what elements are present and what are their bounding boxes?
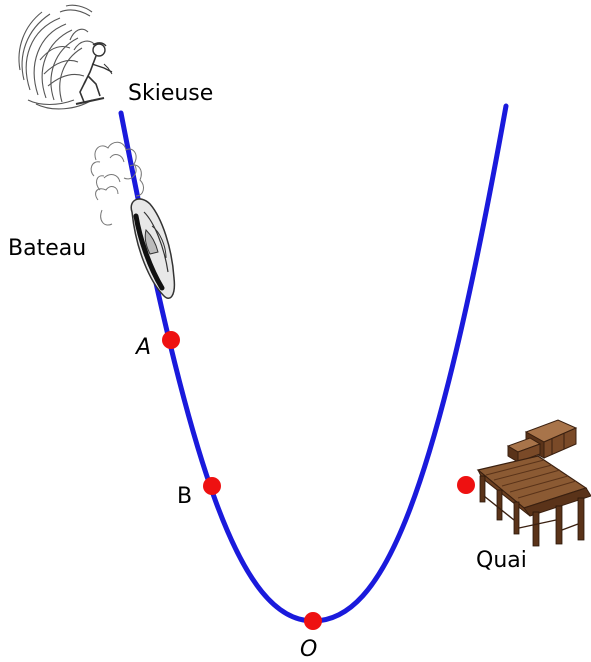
point-a-label: A [134,335,151,360]
point-b-marker [203,477,221,495]
point-a-marker [162,331,180,349]
point-o-label: O [300,637,317,662]
trajectory-curve [118,103,509,624]
boat-label: Bateau [8,236,86,261]
skier-label: Skieuse [128,81,213,106]
dock-point-marker [457,476,475,494]
motorboat-icon [90,141,176,299]
dock-label: Quai [476,548,527,573]
wooden-dock-icon [476,419,591,547]
water-skier-icon [18,4,113,110]
point-b-label: B [177,484,192,509]
point-o-marker [304,612,322,630]
